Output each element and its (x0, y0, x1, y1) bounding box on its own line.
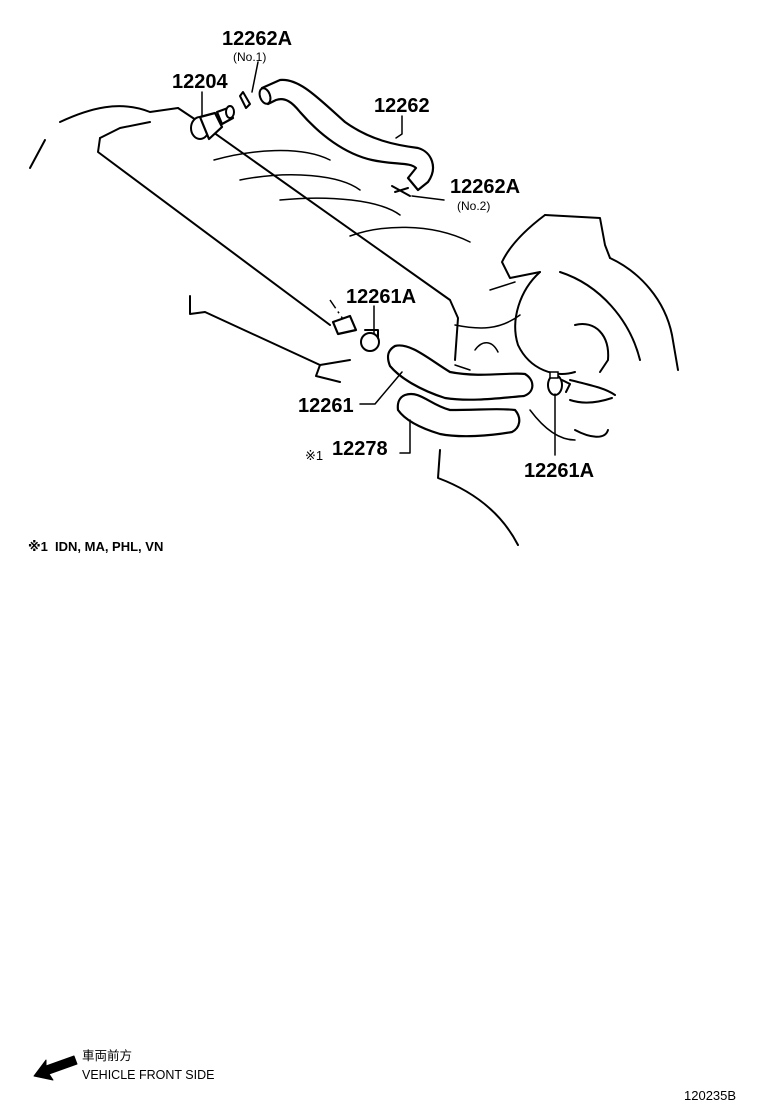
part-number: 12261 (298, 395, 354, 417)
legend-en: VEHICLE FRONT SIDE (82, 1068, 214, 1082)
intake-pipe (437, 214, 679, 546)
part-number: 12261A (346, 286, 416, 308)
callout-12261A-left: 12261A (346, 286, 416, 308)
part-number: 12262A (450, 176, 520, 198)
callout-12278: ※1 12278 (305, 438, 388, 463)
footnote-mark: ※1 (28, 539, 48, 554)
region-mark: ※1 (305, 448, 323, 463)
arrow-left-down-icon (33, 1055, 78, 1081)
callout-12262: 12262 (374, 95, 430, 117)
part-sub-label: (No.1) (233, 50, 266, 64)
ventilation-hose-12262 (258, 78, 435, 192)
part-number: 12262A (222, 28, 292, 50)
diagram-code: 120235B (684, 1088, 736, 1103)
callout-12261: 12261 (298, 395, 354, 417)
hose-clip-right (547, 371, 571, 396)
hose-clip-left (331, 314, 380, 352)
callout-12262A-no2: 12262A (No.2) (450, 176, 520, 213)
hose-12278 (396, 392, 521, 438)
engine-outline (29, 105, 521, 383)
callout-12262A-no1: 12262A (No.1) (222, 28, 292, 64)
hose-12261 (386, 344, 534, 401)
hose-clip-no1 (239, 91, 251, 109)
part-sub-label: (No.2) (457, 199, 490, 213)
legend-jp: 車両前方 (82, 1048, 132, 1063)
hose-clip-no2 (391, 185, 411, 197)
footnote: ※1 IDN, MA, PHL, VN (28, 539, 163, 554)
part-number: 12261A (524, 460, 594, 482)
footnote-text: IDN, MA, PHL, VN (55, 539, 163, 554)
part-number: 12204 (172, 71, 228, 93)
callout-12204: 12204 (172, 71, 228, 93)
front-side-legend: 車両前方 VEHICLE FRONT SIDE (33, 1048, 214, 1082)
leader-lines (201, 61, 556, 456)
callout-12261A-right: 12261A (524, 460, 594, 482)
part-number: 12262 (374, 95, 430, 117)
part-number: 12278 (332, 438, 388, 460)
pcv-valve (190, 105, 235, 141)
